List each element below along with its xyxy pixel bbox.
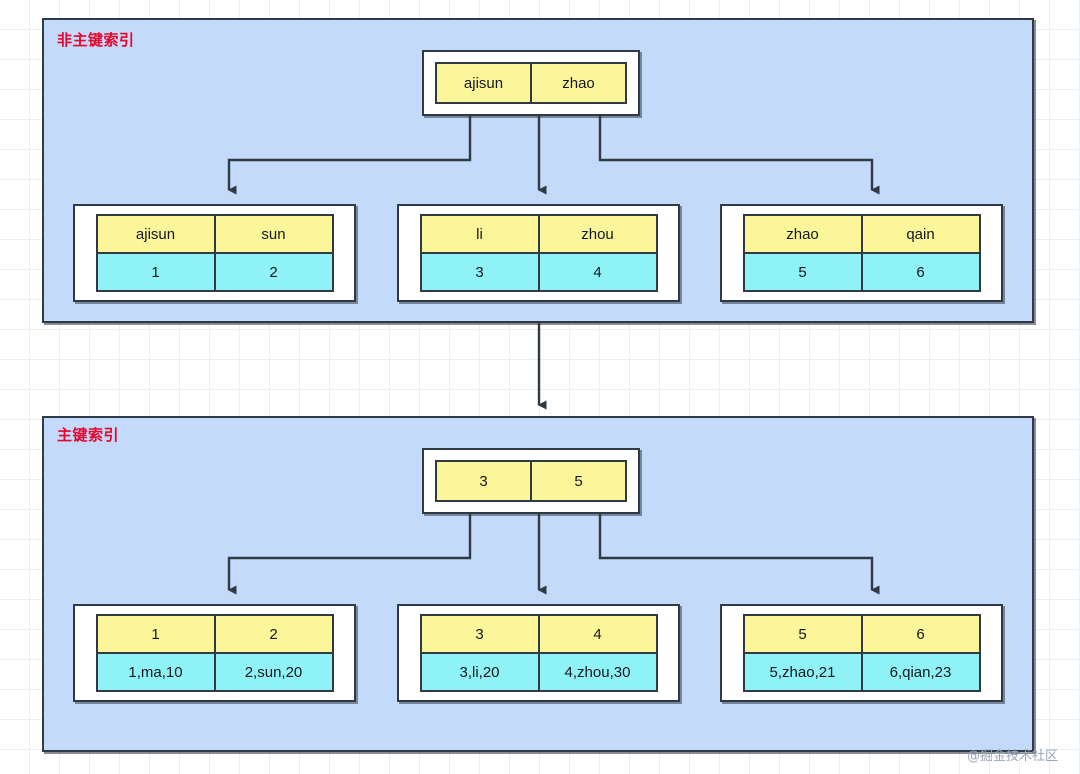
root-cell[interactable]: zhao [532, 64, 625, 102]
leaf-value-cell[interactable]: 5 [744, 254, 861, 290]
leaf-value-cell[interactable]: 6,qian,23 [862, 654, 979, 690]
secondary-index-root-node[interactable]: ajisun zhao [422, 50, 640, 116]
secondary-index-leaf-node[interactable]: ajisun sun 1 2 [73, 204, 356, 302]
leaf-node-cells: ajisun sun 1 2 [95, 214, 334, 292]
leaf-value-cell[interactable]: 1,ma,10 [97, 654, 214, 690]
root-node-cells: 3 5 [435, 460, 627, 502]
leaf-key-cell[interactable]: li [421, 216, 538, 252]
secondary-index-leaf-node[interactable]: zhao qain 5 6 [720, 204, 1003, 302]
leaf-key-cell[interactable]: 5 [744, 616, 861, 652]
leaf-node-cells: 3 4 3,li,20 4,zhou,30 [419, 614, 658, 692]
root-cell[interactable]: ajisun [437, 64, 530, 102]
primary-index-leaf-node[interactable]: 5 6 5,zhao,21 6,qian,23 [720, 604, 1003, 702]
leaf-node-cells: zhao qain 5 6 [742, 214, 981, 292]
root-node-cells: ajisun zhao [435, 62, 627, 104]
leaf-key-cell[interactable]: 2 [215, 616, 332, 652]
primary-index-leaf-node[interactable]: 3 4 3,li,20 4,zhou,30 [397, 604, 680, 702]
panel-label-primary-index: 主键索引 [57, 426, 120, 444]
leaf-value-cell[interactable]: 5,zhao,21 [744, 654, 861, 690]
secondary-index-leaf-node[interactable]: li zhou 3 4 [397, 204, 680, 302]
leaf-key-cell[interactable]: zhao [744, 216, 861, 252]
leaf-value-cell[interactable]: 1 [97, 254, 214, 290]
leaf-node-cells: li zhou 3 4 [419, 214, 658, 292]
leaf-value-cell[interactable]: 2,sun,20 [215, 654, 332, 690]
leaf-value-cell[interactable]: 6 [862, 254, 979, 290]
leaf-key-cell[interactable]: ajisun [97, 216, 214, 252]
root-cell[interactable]: 3 [437, 462, 530, 500]
leaf-key-cell[interactable]: 3 [421, 616, 538, 652]
leaf-value-cell[interactable]: 3 [421, 254, 538, 290]
primary-index-root-node[interactable]: 3 5 [422, 448, 640, 514]
leaf-key-cell[interactable]: sun [215, 216, 332, 252]
leaf-key-cell[interactable]: 4 [539, 616, 656, 652]
leaf-value-cell[interactable]: 4,zhou,30 [539, 654, 656, 690]
leaf-key-cell[interactable]: 1 [97, 616, 214, 652]
leaf-value-cell[interactable]: 2 [215, 254, 332, 290]
leaf-node-cells: 5 6 5,zhao,21 6,qian,23 [742, 614, 981, 692]
panel-label-secondary-index: 非主键索引 [57, 31, 135, 49]
leaf-key-cell[interactable]: zhou [539, 216, 656, 252]
root-cell[interactable]: 5 [532, 462, 625, 500]
leaf-key-cell[interactable]: 6 [862, 616, 979, 652]
primary-index-leaf-node[interactable]: 1 2 1,ma,10 2,sun,20 [73, 604, 356, 702]
leaf-value-cell[interactable]: 4 [539, 254, 656, 290]
leaf-key-cell[interactable]: qain [862, 216, 979, 252]
leaf-node-cells: 1 2 1,ma,10 2,sun,20 [95, 614, 334, 692]
leaf-value-cell[interactable]: 3,li,20 [421, 654, 538, 690]
watermark: @掘金技术社区 [966, 749, 1058, 764]
